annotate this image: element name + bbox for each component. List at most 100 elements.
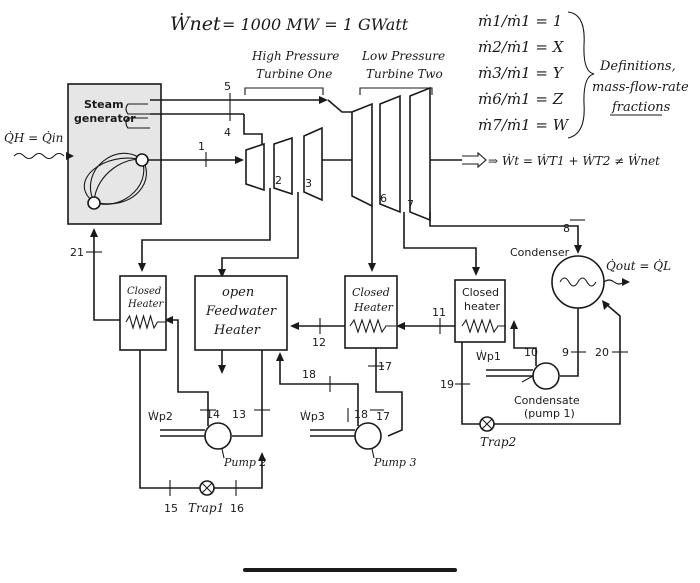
pump-2-label: Pump 2 [223, 456, 266, 469]
closed-heater-label: Heater [127, 299, 165, 310]
line-state-21 [93, 234, 120, 321]
hp-turbine-label: High Pressure [251, 49, 339, 63]
line-state-17 [375, 348, 403, 437]
w-net-label: Ẇnet [170, 12, 221, 35]
mud-drum [87, 196, 101, 210]
line-state-19 [461, 342, 480, 425]
steam-generator-label: Steam [84, 98, 124, 111]
closed-heater-label: Heater [353, 301, 394, 314]
condensate-pump-label: (pump 1) [524, 407, 575, 420]
line-state-14 [168, 319, 209, 426]
heat-output-label: Q̇out = Q̇L [606, 258, 671, 273]
state-label: 15 [164, 502, 178, 515]
definition-line: ṁ1/ṁ1 = 1 [478, 12, 562, 30]
closed-heater-label: Closed [352, 286, 390, 299]
open-feedwater-heater: open Feedwater Heater [194, 275, 288, 351]
hp-turbine [245, 126, 323, 202]
trap-1-label: Trap1 [188, 501, 224, 515]
lp-turbine-label: Turbine Two [366, 67, 443, 81]
trap-2-label: Trap2 [480, 435, 516, 449]
state-label: 9 [562, 346, 569, 359]
heater-coil [125, 314, 166, 330]
state-label: 4 [224, 126, 231, 139]
condenser-label: Condenser [510, 246, 570, 259]
definitions-brace [567, 11, 595, 139]
heat-input-arrow [66, 152, 74, 160]
state-label: 8 [563, 222, 570, 235]
definition-line: ṁ3/ṁ1 = Y [478, 64, 565, 82]
closed-heater-label: heater [464, 300, 501, 313]
state-label: 21 [70, 246, 84, 259]
condenser-coil [559, 277, 597, 287]
state-label: 2 [275, 174, 282, 187]
state-label: 20 [595, 346, 609, 359]
home-indicator-bar[interactable] [243, 568, 457, 572]
state-label: 18 [302, 368, 316, 381]
steam-generator: Steam generator [67, 83, 162, 225]
open-fwh-label: Heater [213, 323, 261, 338]
definition-line: ṁ7/ṁ1 = W [478, 116, 570, 134]
definition-line: ṁ2/ṁ1 = X [478, 38, 565, 56]
closed-heater-mid: Closed Heater [344, 275, 398, 349]
state-label: 5 [224, 80, 231, 93]
closed-heater-left: Closed Heater [119, 275, 167, 351]
definitions-note: mass-flow-rate [592, 80, 689, 95]
heater-coil [349, 318, 396, 334]
definitions-note: Definitions, [599, 59, 676, 74]
line-state-2 [141, 188, 271, 268]
line-state-16 [214, 456, 263, 489]
heat-rejection-wave [603, 279, 625, 285]
line-state-20 [494, 303, 621, 425]
line-state-9 [560, 308, 579, 377]
state-label: 6 [380, 192, 387, 205]
pump-2-work-label: Ẇp2 [148, 410, 173, 423]
definitions-note: fractions [611, 100, 671, 115]
boiler-tube [93, 159, 145, 205]
closed-heater-right: Closed heater [454, 279, 506, 343]
state-label: 13 [232, 408, 246, 421]
lp-turbine [351, 86, 431, 222]
pump-3-work-label: Ẇp3 [300, 410, 325, 423]
line-state-15 [139, 350, 200, 489]
steam-generator-label: generator [74, 112, 136, 125]
trap-2 [479, 416, 495, 432]
mass-flow-definitions: ṁ1/ṁ1 = 1 ṁ2/ṁ1 = X ṁ3/ṁ1 = Y ṁ6/ṁ1 = Z … [478, 11, 689, 139]
reheat-coil [125, 103, 150, 115]
closed-heater-label: Closed [462, 286, 499, 299]
reheat-coil [125, 117, 150, 129]
closed-heater-label: Closed [127, 286, 161, 297]
state-label: 14 [206, 408, 220, 421]
boiler-tube [93, 159, 147, 205]
w-net-value: = 1000 MW = 1 GWatt [222, 15, 409, 34]
state-label: 19 [440, 378, 454, 391]
heat-input-label: Q̇H = Q̇in [4, 130, 63, 145]
lp-turbine-bracket [359, 87, 433, 95]
condenser: Condenser [510, 246, 630, 309]
trap-1 [199, 480, 215, 496]
lp-turbine-label: Low Pressure [361, 49, 445, 63]
state-label: 3 [305, 177, 312, 190]
line-state-7 [403, 212, 477, 272]
definition-line: ṁ6/ṁ1 = Z [478, 90, 564, 108]
state-label: 12 [312, 336, 326, 349]
state-label: 17 [378, 360, 392, 373]
net-work-equation: Ẇnet = 1000 MW = 1 GWatt [170, 12, 409, 35]
heater-coil [461, 318, 506, 334]
state-label: 7 [407, 198, 414, 211]
heat-input-wave [13, 152, 65, 160]
state-label: 16 [230, 502, 244, 515]
steam-drum [135, 153, 149, 167]
condensate-pump-1: Condensate (pump 1) [486, 362, 580, 420]
boiler-tube [83, 157, 143, 203]
boiler-tube [90, 152, 143, 203]
hp-turbine-bracket [244, 87, 324, 95]
work-output-arrow [462, 151, 487, 169]
state-label: 17 [376, 410, 390, 423]
condensate-pump-label: Condensate [514, 394, 580, 407]
hp-turbine-label: Turbine One [256, 67, 332, 81]
state-label: 18 [354, 408, 368, 421]
pump-1-work-label: Ẇp1 [476, 350, 501, 363]
open-fwh-label: open [222, 285, 254, 300]
